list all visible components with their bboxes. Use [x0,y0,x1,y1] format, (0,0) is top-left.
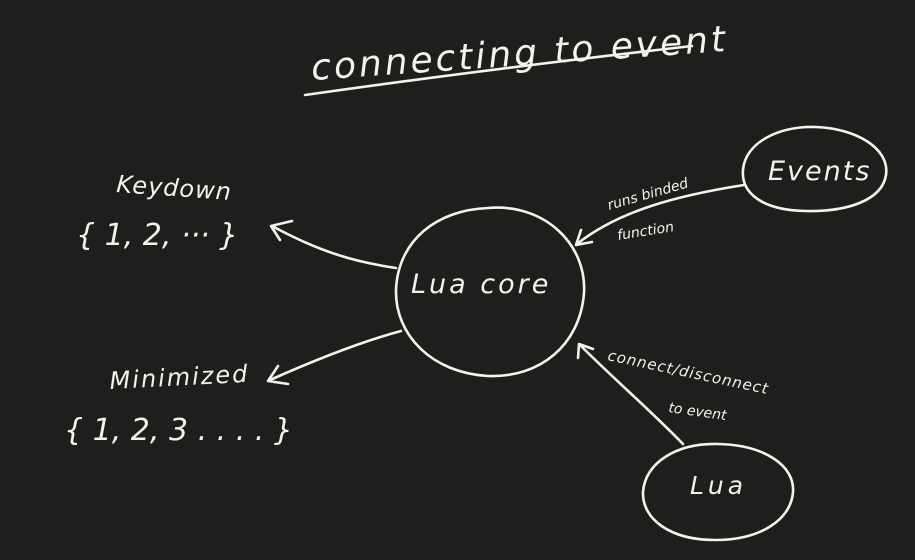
arrowhead-keydown [269,219,294,242]
arrowhead-events-core [574,228,594,247]
keydown-label: Keydown [116,170,233,206]
arrow-events-to-core [575,183,746,246]
lua-core-circle [394,206,586,378]
arrow-core-to-keydown [270,224,398,270]
arrowhead-lua-core [576,342,595,360]
lua-edge-label-2: to event [667,400,728,424]
lua-ellipse [641,442,795,542]
title-underline [303,44,694,97]
events-label: Events [768,156,871,187]
lua-core-label: Lua core [411,269,551,300]
keydown-items: { 1, 2, ··· } [76,218,238,253]
arrowhead-minimized [266,364,290,386]
diagram-title: connecting to event [310,19,730,89]
arrow-lua-to-core [578,343,685,446]
events-ellipse [741,125,888,213]
minimized-items: { 1, 2, 3 . . . . } [64,413,293,448]
arrow-core-to-minimized [268,329,403,382]
lua-edge-label-1: connect/disconnect [606,346,770,398]
lua-label: Lua [690,471,747,500]
events-edge-label-2: function [616,219,675,244]
minimized-label: Minimized [109,360,250,395]
